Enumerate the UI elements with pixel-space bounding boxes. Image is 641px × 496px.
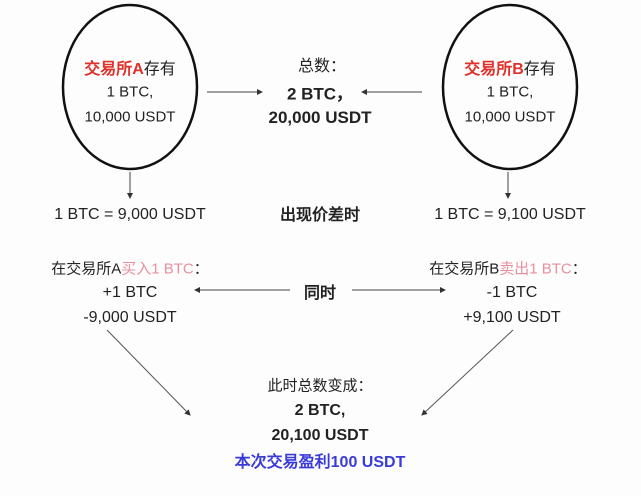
- exchange-b-usdt: 10,000 USDT: [464, 108, 556, 126]
- price-gap-label: 出现价差时: [279, 207, 361, 224]
- simultaneous-label: 同时: [303, 285, 337, 302]
- price-b: 1 BTC = 9,100 USDT: [434, 206, 586, 223]
- total-usdt: 20,000 USDT: [268, 108, 372, 127]
- arrow-b-to-result: [421, 329, 514, 416]
- result-btc: 2 BTC,: [294, 402, 346, 419]
- arrow-a-to-result: [106, 329, 191, 416]
- exchange-a-usdt: 10,000 USDT: [84, 108, 176, 126]
- total-btc: 2 BTC，: [286, 84, 354, 104]
- exchange-a-title: 交易所A存有: [84, 61, 176, 78]
- total-label: 总数：: [297, 58, 347, 75]
- result-label: 此时总数变成：: [267, 377, 373, 395]
- trade-b-usdt: +9,100 USDT: [463, 309, 561, 326]
- trade-b-btc: -1 BTC: [486, 284, 538, 301]
- profit-label: 本次交易盈利100 USDT: [234, 454, 406, 471]
- exchange-b-btc: 1 BTC,: [486, 83, 534, 101]
- trade-a-usdt: -9,000 USDT: [83, 309, 177, 326]
- exchange-b-circle: [441, 3, 579, 171]
- result-usdt: 20,100 USDT: [271, 427, 369, 444]
- trade-a-btc: +1 BTC: [102, 284, 158, 301]
- exchange-a-btc: 1 BTC,: [106, 83, 154, 101]
- trade-a-title: 在交易所A买入1 BTC：: [51, 260, 209, 278]
- exchange-b-title: 交易所B存有: [464, 61, 556, 78]
- trade-b-title: 在交易所B卖出1 BTC：: [429, 260, 587, 278]
- exchange-a-circle: [61, 3, 199, 171]
- price-a: 1 BTC = 9,000 USDT: [54, 206, 206, 223]
